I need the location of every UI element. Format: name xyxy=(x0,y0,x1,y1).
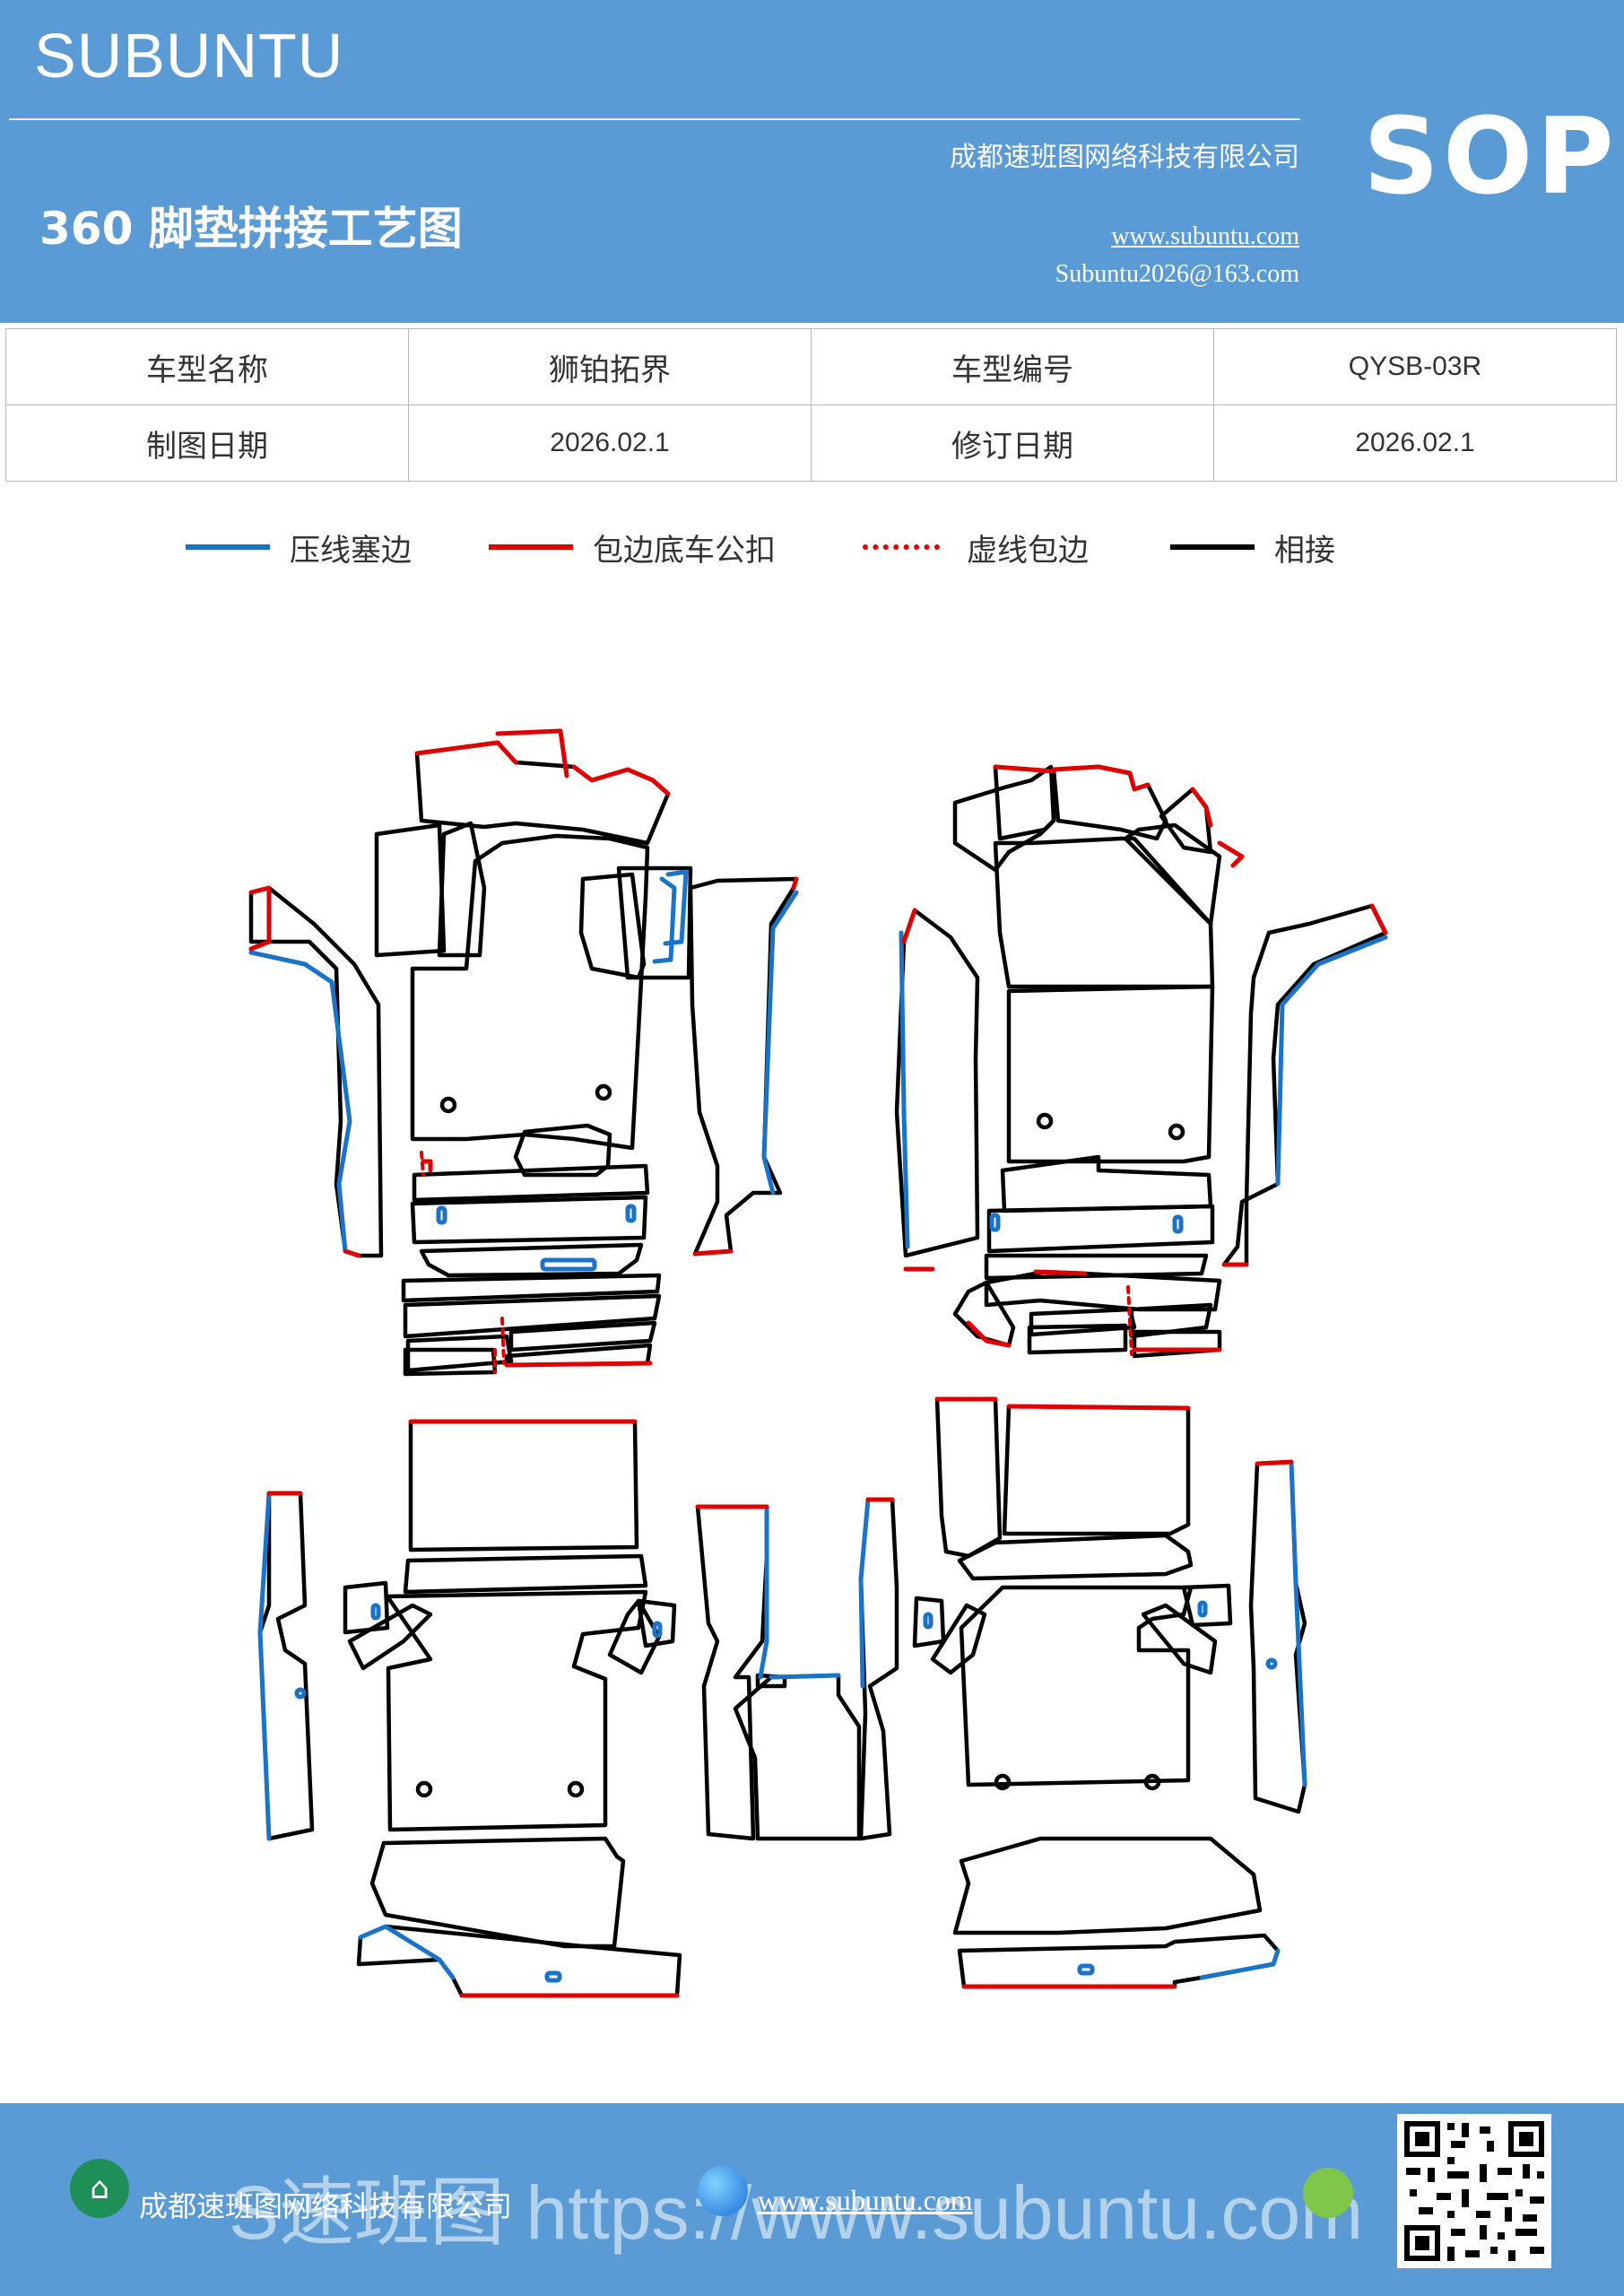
front-right-mat-group xyxy=(894,764,1388,1359)
label-model-code: 车型编号 xyxy=(811,328,1214,405)
watermark-text: S速班图 https://www.subuntu.com xyxy=(229,2170,1364,2255)
legend-swatch xyxy=(1170,544,1255,550)
qr-code-image xyxy=(1404,2121,1544,2261)
legend-swatch xyxy=(489,544,573,550)
legend-swatch xyxy=(863,544,940,550)
sop-badge: SOP xyxy=(1363,94,1618,218)
footer-website-link[interactable]: www.subuntu.com xyxy=(758,2184,973,2216)
value-model-code: QYSB-03R xyxy=(1213,328,1617,405)
legend-label: 虚线包边 xyxy=(967,532,1089,569)
legend-item-joint: 相接 xyxy=(1170,525,1335,570)
legend-label: 相接 xyxy=(1274,532,1335,569)
brand-logo-text: SUBUNTU xyxy=(34,21,344,91)
header-divider xyxy=(9,118,1300,120)
label-revision-date: 修订日期 xyxy=(811,404,1214,482)
table-row: 制图日期 2026.02.1 修订日期 2026.02.1 xyxy=(5,404,1617,482)
dashed-wrap-lines xyxy=(420,1151,1133,1374)
header-banner: SUBUNTU 成都速班图网络科技有限公司 360 脚垫拼接工艺图 www.su… xyxy=(0,0,1624,323)
line-legend: 压线塞边 包边底车公扣 虚线包边 相接 xyxy=(0,525,1624,570)
legend-item-wrap-edge: 包边底车公扣 xyxy=(489,525,776,570)
footer-banner: ⌂ 成都速班图网络科技有限公司 S速班图 https://www.subuntu… xyxy=(0,2103,1624,2296)
qr-code xyxy=(1397,2114,1551,2268)
wechat-icon[interactable] xyxy=(1303,2168,1353,2218)
value-draw-date: 2026.02.1 xyxy=(408,404,812,482)
front-left-mat-group xyxy=(248,740,799,1377)
legend-label: 压线塞边 xyxy=(290,532,412,569)
globe-icon[interactable] xyxy=(698,2166,748,2216)
value-model-name: 狮铂拓界 xyxy=(408,328,812,405)
table-row: 车型名称 狮铂拓界 车型编号 QYSB-03R xyxy=(5,328,1617,405)
email-address: Subuntu2026@163.com xyxy=(1055,260,1299,288)
company-name: 成都速班图网络科技有限公司 xyxy=(950,142,1299,173)
label-model-name: 车型名称 xyxy=(5,328,409,405)
document-title: 360 脚垫拼接工艺图 xyxy=(39,203,463,255)
value-revision-date: 2026.02.1 xyxy=(1213,404,1617,482)
press-line-edges xyxy=(248,869,1388,1983)
footer-company-name: 成都速班图网络科技有限公司 xyxy=(139,2189,513,2223)
legend-swatch xyxy=(186,544,270,550)
vehicle-info-table: 车型名称 狮铂拓界 车型编号 QYSB-03R 制图日期 2026.02.1 修… xyxy=(5,328,1617,482)
home-icon[interactable]: ⌂ xyxy=(70,2159,129,2218)
rear-right-mat-group xyxy=(912,1396,1307,1989)
legend-item-dashed-wrap: 虚线包边 xyxy=(863,525,1089,570)
rear-left-mat-group xyxy=(257,1419,899,1998)
website-link[interactable]: www.subuntu.com xyxy=(1111,222,1299,250)
legend-label: 包边底车公扣 xyxy=(593,532,776,569)
legend-item-press-line: 压线塞边 xyxy=(186,525,412,570)
mat-splicing-drawing xyxy=(248,728,1388,1998)
wrap-edge-lines xyxy=(248,728,1388,1998)
label-draw-date: 制图日期 xyxy=(5,404,409,482)
